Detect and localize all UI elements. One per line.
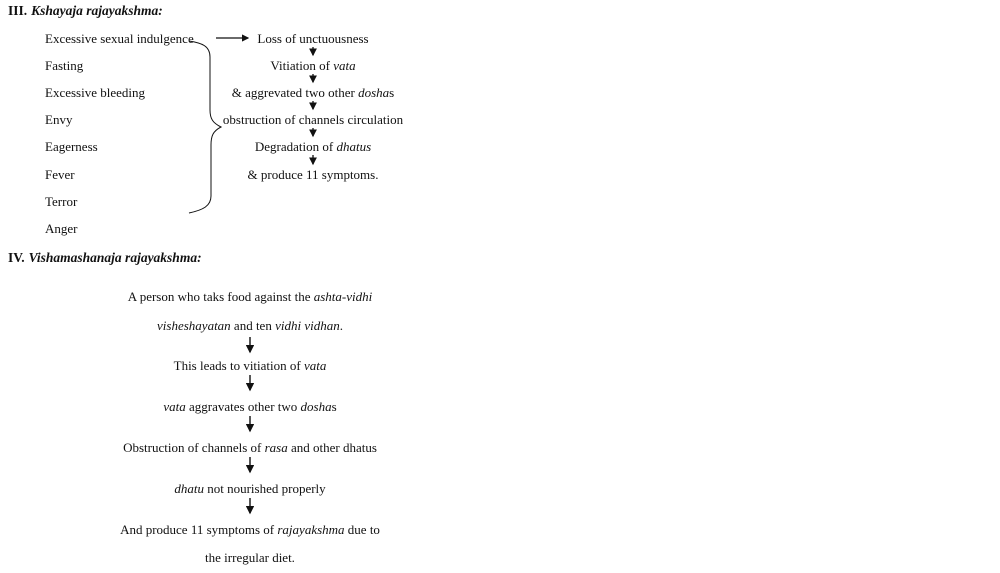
flow-step: obstruction of channels circulation bbox=[223, 111, 403, 129]
text-run: A person who taks food against the bbox=[127, 289, 314, 304]
text-run: aggravates other two bbox=[185, 399, 301, 414]
section-title: Vishamashanaja rajayakshma: bbox=[28, 250, 202, 265]
term-italic: vata bbox=[303, 358, 327, 373]
text-run: due to bbox=[344, 522, 380, 537]
term-italic: vidhi vidhan bbox=[275, 318, 340, 333]
kshayaja-heading: III.Kshayaja rajayakshma: bbox=[8, 2, 163, 20]
term-italic: dosha bbox=[300, 399, 332, 414]
text-run: Excessive bleeding bbox=[45, 85, 145, 100]
cause-item: Terror bbox=[45, 193, 77, 211]
flow-step: & produce 11 symptoms. bbox=[248, 166, 379, 184]
text-run: and other dhatus bbox=[287, 440, 377, 455]
text-run: Anger bbox=[45, 221, 78, 236]
term-italic: dhatus bbox=[336, 139, 372, 154]
text-run: & produce 11 symptoms. bbox=[247, 167, 379, 182]
term-italic: dosha bbox=[358, 85, 390, 100]
flow-step: Loss of unctuousness bbox=[257, 30, 368, 48]
flow-step: This leads to vitiation of vata bbox=[174, 357, 327, 375]
term-italic: rasa bbox=[264, 440, 288, 455]
term-italic: visheshayatan bbox=[157, 318, 231, 333]
flow-step: dhatu not nourished properly bbox=[174, 480, 325, 498]
text-run: & aggrevated two other bbox=[231, 85, 359, 100]
section-title: Kshayaja rajayakshma: bbox=[31, 3, 163, 18]
text-run: the irregular diet. bbox=[205, 550, 295, 565]
term-italic: ashta-vidhi bbox=[313, 289, 373, 304]
text-run: Envy bbox=[45, 112, 73, 127]
text-run: This leads to vitiation of bbox=[173, 358, 304, 373]
section-number: IV. bbox=[8, 250, 25, 265]
text-run: Obstruction of channels of bbox=[123, 440, 265, 455]
text-run: Eagerness bbox=[45, 139, 98, 154]
term-italic: vata bbox=[163, 399, 186, 414]
text-run: Terror bbox=[45, 194, 78, 209]
flow-step: Degradation of dhatus bbox=[255, 138, 371, 156]
text-run: obstruction of channels circulation bbox=[222, 112, 404, 127]
text-run: Vitiation of bbox=[270, 58, 334, 73]
term-italic: vata bbox=[333, 58, 356, 73]
text-run: Degradation of bbox=[254, 139, 337, 154]
text-run: and ten bbox=[230, 318, 276, 333]
vishamashanaja-heading: IV.Vishamashanaja rajayakshma: bbox=[8, 249, 202, 267]
cause-item: Anger bbox=[45, 220, 78, 238]
section-number: III. bbox=[8, 3, 28, 18]
text-run: s bbox=[331, 399, 337, 414]
cause-item: Excessive sexual indulgence bbox=[45, 30, 194, 48]
text-run: Loss of unctuousness bbox=[257, 31, 369, 46]
cause-item: Eagerness bbox=[45, 138, 98, 156]
text-run: And produce 11 symptoms of bbox=[120, 522, 278, 537]
brace-icon bbox=[188, 40, 223, 214]
cause-item: Envy bbox=[45, 111, 72, 129]
text-run: . bbox=[339, 318, 343, 333]
cause-item: Fever bbox=[45, 166, 75, 184]
flow-step: And produce 11 symptoms of rajayakshma d… bbox=[120, 521, 380, 539]
flow-step: visheshayatan and ten vidhi vidhan. bbox=[157, 317, 343, 335]
text-run: Fever bbox=[45, 167, 75, 182]
flow-step: & aggrevated two other doshas bbox=[232, 84, 394, 102]
flow-step: Vitiation of vata bbox=[270, 57, 355, 75]
text-run: Excessive sexual indulgence bbox=[45, 31, 194, 46]
text-run: s bbox=[389, 85, 395, 100]
term-italic: dhatu bbox=[174, 481, 204, 496]
flow-step: A person who taks food against the ashta… bbox=[128, 288, 372, 306]
flow-step: Obstruction of channels of rasa and othe… bbox=[123, 439, 377, 457]
term-italic: rajayakshma bbox=[277, 522, 345, 537]
text-run: not nourished properly bbox=[203, 481, 326, 496]
flow-step: vata aggravates other two doshas bbox=[163, 398, 336, 416]
flow-step: the irregular diet. bbox=[205, 549, 295, 567]
cause-item: Fasting bbox=[45, 57, 83, 75]
cause-item: Excessive bleeding bbox=[45, 84, 145, 102]
text-run: Fasting bbox=[45, 58, 84, 73]
